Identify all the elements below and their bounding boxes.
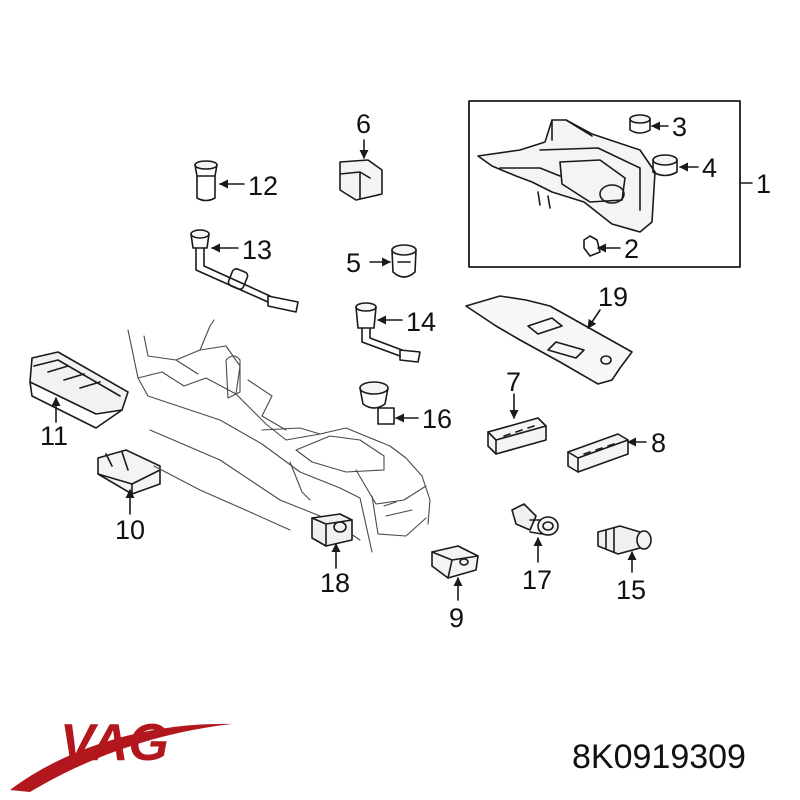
socket-part-16 xyxy=(359,381,395,425)
callout-11: 11 xyxy=(40,421,68,451)
mat-part-19 xyxy=(465,295,633,385)
callout-8: 8 xyxy=(651,428,666,458)
brand-logo: VAG xyxy=(10,714,232,792)
callout-2: 2 xyxy=(624,234,639,264)
lighter-part-12 xyxy=(194,160,218,202)
callout-12: 12 xyxy=(248,171,278,201)
sensor-part-17 xyxy=(511,503,559,536)
callout-19: 19 xyxy=(598,282,628,312)
switch-part-10 xyxy=(97,449,161,495)
callout-18: 18 xyxy=(320,568,350,598)
part-number: 8K0919309 xyxy=(572,738,746,776)
callout-13: 13 xyxy=(242,235,272,265)
callout-14: 14 xyxy=(406,307,436,337)
switch-part-8 xyxy=(567,433,629,473)
small-cap-part-3 xyxy=(629,114,651,134)
leader-lines xyxy=(51,121,753,601)
switch-part-6 xyxy=(339,159,383,201)
callout-6: 6 xyxy=(356,109,371,139)
brand-text: VAG xyxy=(60,714,169,772)
callout-9: 9 xyxy=(449,603,464,633)
socket-harness-part-13 xyxy=(190,229,299,313)
knob-part-5 xyxy=(391,244,417,278)
cap-part-4 xyxy=(652,154,678,177)
sensor-part-18 xyxy=(311,513,353,547)
callout-5: 5 xyxy=(346,248,361,278)
switch-part-7 xyxy=(487,417,547,455)
callout-16: 16 xyxy=(422,404,452,434)
switch-panel-part-11 xyxy=(29,351,129,429)
switch-part-9 xyxy=(431,545,479,579)
callout-3: 3 xyxy=(672,112,687,142)
inset-box xyxy=(468,100,741,268)
callout-4: 4 xyxy=(702,153,717,183)
callout-labels: 1 2 3 4 5 6 7 8 9 10 11 12 13 14 15 16 1… xyxy=(40,109,771,633)
socket-harness-part-14 xyxy=(355,302,421,363)
brand-swoosh xyxy=(10,723,232,792)
shifter-console-part-1 xyxy=(477,119,656,233)
center-console-drawing xyxy=(127,319,431,553)
callout-17: 17 xyxy=(522,565,552,595)
callout-15: 15 xyxy=(616,575,646,605)
clip-part-2 xyxy=(583,235,601,257)
callout-7: 7 xyxy=(506,367,521,397)
callout-10: 10 xyxy=(115,515,145,545)
callout-1: 1 xyxy=(756,169,771,199)
sensor-part-15 xyxy=(597,525,652,555)
